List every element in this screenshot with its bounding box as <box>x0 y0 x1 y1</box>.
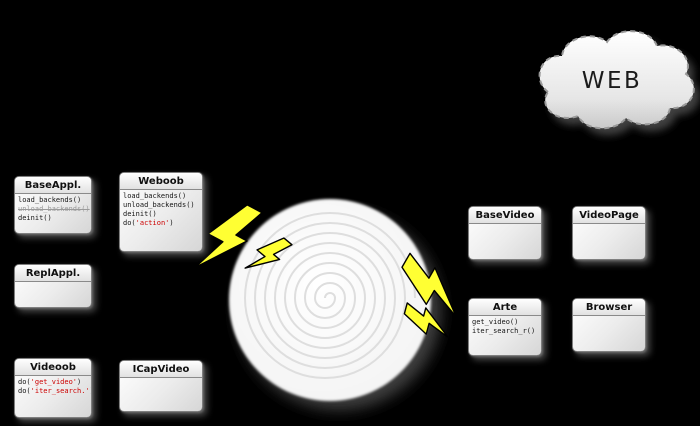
class-title-baseappl: BaseAppl. <box>15 177 91 194</box>
class-body-videopage <box>573 224 645 228</box>
class-body-icapvideo <box>120 378 202 382</box>
method-line: unload_backends() <box>123 201 195 209</box>
lightning-bolt-left-1 <box>191 195 262 283</box>
method-line: load_backends() <box>18 196 82 204</box>
class-title-arte: Arte <box>469 299 541 316</box>
class-title-videopage: VideoPage <box>573 207 645 224</box>
class-box-videopage: VideoPage <box>572 206 646 260</box>
method-line: deinit() <box>123 210 157 218</box>
class-body-weboob: load_backends() unload_backends() deinit… <box>120 190 202 230</box>
class-title-videoob: Videoob <box>15 359 91 376</box>
class-title-replappl: ReplAppl. <box>15 265 91 282</box>
class-body-baseappl: load_backends() unload_backends() deinit… <box>15 194 91 225</box>
class-box-videoob: Videoob do('get_video') do('iter_search.… <box>14 358 92 418</box>
class-body-replappl <box>15 282 91 286</box>
class-box-replappl: ReplAppl. <box>14 264 92 308</box>
method-text-segment: do( <box>18 387 31 395</box>
method-line: deinit() <box>18 214 52 222</box>
spiral-line <box>243 212 416 379</box>
class-box-basevideo: BaseVideo <box>468 206 542 260</box>
class-body-arte: get_video() iter_search_r() <box>469 316 541 338</box>
method-line: do('action') <box>123 219 199 228</box>
lightning-bolt-right-1 <box>392 253 472 320</box>
method-text-segment: ) <box>77 378 82 386</box>
class-box-icapvideo: ICapVideo <box>119 360 203 412</box>
spiral-circle <box>229 199 431 401</box>
method-string-segment: 'get_video' <box>30 378 78 386</box>
class-body-basevideo <box>469 224 541 228</box>
class-title-weboob: Weboob <box>120 173 202 190</box>
method-string-segment: 'iter_search.' <box>30 387 90 395</box>
method-string-segment: 'action' <box>135 219 170 227</box>
class-body-browser <box>573 316 645 320</box>
web-cloud: WEB <box>538 30 700 136</box>
method-line: do('iter_search.') <box>18 387 91 396</box>
method-text-segment: ) <box>169 219 174 227</box>
method-line: get_video() <box>472 318 519 326</box>
method-text-segment: do( <box>18 378 31 386</box>
class-body-videoob: do('get_video') do('iter_search.') <box>15 376 91 398</box>
method-line: do('get_video') <box>18 378 88 387</box>
cloud-shape <box>538 30 695 130</box>
lightning-connectors <box>191 195 472 340</box>
class-box-baseappl: BaseAppl. load_backends() unload_backend… <box>14 176 92 234</box>
method-text-segment: do( <box>123 219 136 227</box>
lightning-bolt-right-2 <box>401 303 454 340</box>
web-label: WEB <box>582 68 643 94</box>
lightning-bolt-left-2 <box>243 230 292 282</box>
class-title-basevideo: BaseVideo <box>469 207 541 224</box>
class-title-icapvideo: ICapVideo <box>120 361 202 378</box>
class-box-browser: Browser <box>572 298 646 352</box>
method-line: iter_search_r() <box>472 327 536 335</box>
class-box-weboob: Weboob load_backends() unload_backends()… <box>119 172 203 252</box>
method-line: load_backends() <box>123 192 187 200</box>
class-box-arte: Arte get_video() iter_search_r() <box>468 298 542 356</box>
class-title-browser: Browser <box>573 299 645 316</box>
method-line: unload_backends() <box>18 205 90 213</box>
method-text-segment: ) <box>90 387 91 395</box>
